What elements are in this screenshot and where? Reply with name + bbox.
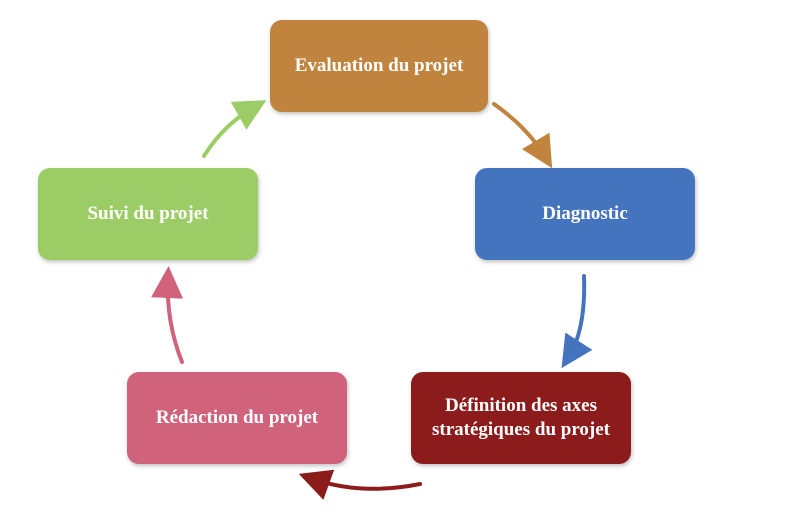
node-redaction: Rédaction du projet	[127, 372, 347, 464]
node-diagnostic-label: Diagnostic	[542, 203, 628, 225]
node-evaluation: Evaluation du projet	[270, 20, 488, 112]
arrow-redaction-to-suivi	[151, 266, 184, 364]
node-definition: Définition des axes stratégiques du proj…	[411, 372, 631, 464]
node-suivi-label: Suivi du projet	[87, 203, 209, 225]
node-diagnostic: Diagnostic	[475, 168, 695, 260]
arrow-evaluation-to-diagnostic	[492, 102, 553, 169]
node-evaluation-label: Evaluation du projet	[294, 55, 464, 77]
arrow-suivi-to-evaluation	[202, 100, 267, 158]
node-definition-label: Définition des axes stratégiques du proj…	[431, 395, 611, 440]
arrow-diagnostic-to-definition	[561, 274, 593, 369]
node-suivi: Suivi du projet	[38, 168, 258, 260]
arrow-definition-to-redaction	[298, 469, 422, 500]
node-redaction-label: Rédaction du projet	[155, 407, 319, 429]
